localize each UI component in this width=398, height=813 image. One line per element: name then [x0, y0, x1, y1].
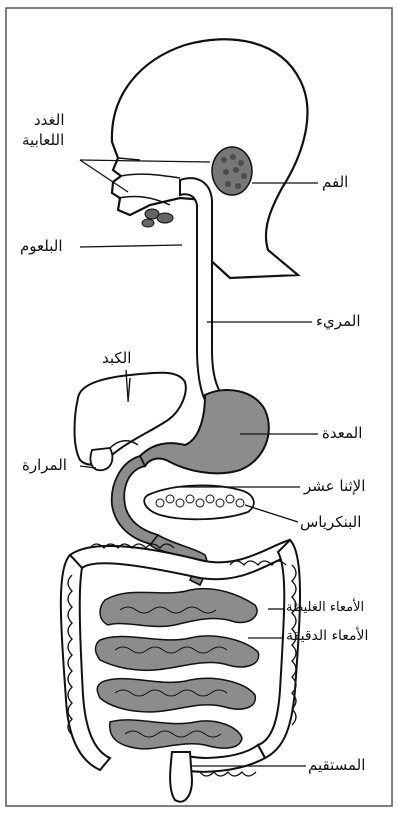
label-gallbladder: المرارة	[22, 457, 67, 473]
pancreas	[144, 485, 254, 519]
label-salivary-glands-1: الغدد	[34, 112, 65, 128]
gallbladder	[90, 448, 112, 470]
small-intestine-folds	[115, 607, 227, 737]
sublingual-glands	[142, 209, 173, 227]
label-esophagus: المريء	[316, 313, 360, 329]
rectum	[170, 752, 192, 802]
label-duodenum: الإثنا عشر	[304, 478, 365, 494]
label-pharynx: البلعوم	[20, 238, 63, 254]
label-small-intestine: الأمعاء الدقيقة	[286, 628, 368, 644]
label-large-intestine: الأمعاء الغليظة	[286, 600, 364, 616]
label-rectum: المستقيم	[308, 757, 365, 773]
label-pancreas: البنكرياس	[300, 514, 361, 530]
label-stomach: المعدة	[322, 425, 362, 441]
label-mouth: الفم	[322, 174, 348, 190]
label-salivary-glands-2: اللعابية	[22, 132, 64, 148]
label-liver: الكبد	[102, 350, 131, 366]
